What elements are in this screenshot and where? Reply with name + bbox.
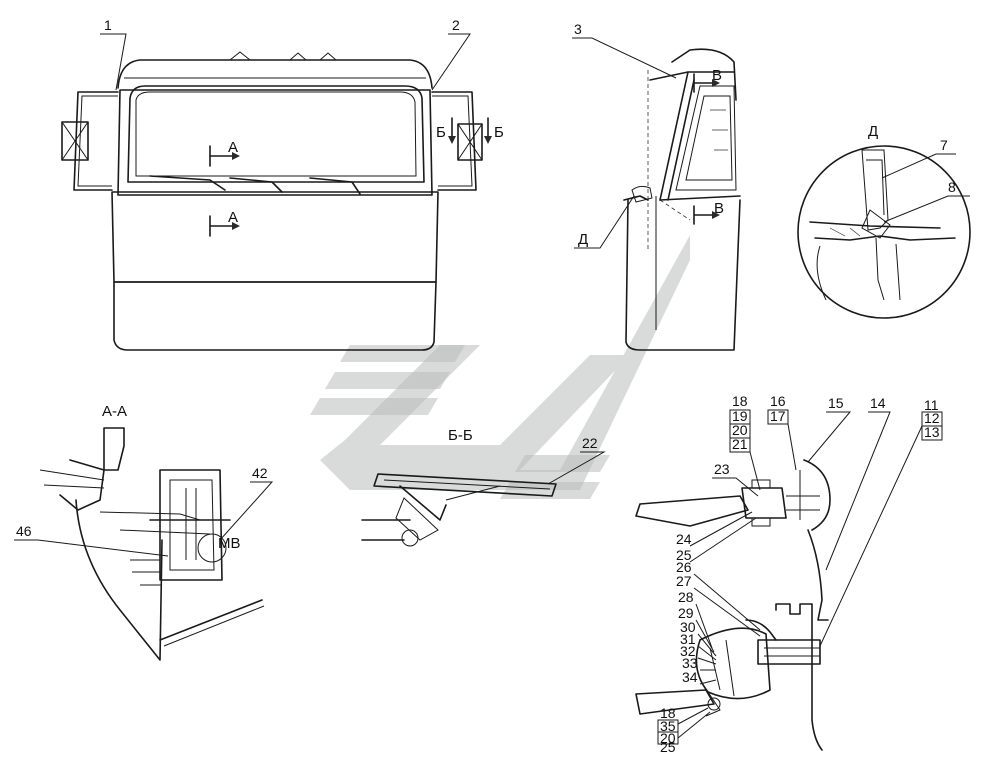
svg-text:46: 46 bbox=[16, 523, 32, 539]
svg-text:15: 15 bbox=[828, 395, 844, 411]
svg-text:24: 24 bbox=[676, 531, 692, 547]
callout-stack-18-21: 18 19 20 21 bbox=[729, 393, 761, 491]
detail-d-title: Д bbox=[868, 123, 878, 140]
watermark-logo bbox=[310, 235, 690, 499]
svg-text:29: 29 bbox=[678, 605, 694, 621]
section-v-top-label: В bbox=[712, 67, 722, 84]
callout-stack-11-13: 11 12 13 bbox=[819, 397, 943, 647]
callout-8: 8 bbox=[883, 179, 970, 223]
svg-text:7: 7 bbox=[940, 137, 948, 153]
section-b-right-label: Б bbox=[494, 124, 504, 141]
callout-stack-16-17: 16 17 bbox=[767, 393, 797, 471]
section-a-a-title: А-А bbox=[102, 403, 127, 420]
svg-text:19: 19 bbox=[732, 408, 748, 424]
callout-22: 22 bbox=[547, 435, 606, 485]
detail-d-circle: Д bbox=[797, 123, 971, 319]
svg-text:20: 20 bbox=[660, 730, 676, 746]
section-a-a: А-А bbox=[39, 403, 265, 661]
section-b-b-title: Б-Б bbox=[448, 427, 473, 444]
callout-23: 23 bbox=[712, 461, 759, 497]
section-v-marks: В В bbox=[693, 67, 724, 225]
svg-text:8: 8 bbox=[948, 179, 956, 195]
svg-text:31: 31 bbox=[680, 631, 696, 647]
section-b-left-label: Б bbox=[436, 124, 446, 141]
callout-1: 1 bbox=[100, 17, 127, 91]
svg-text:23: 23 bbox=[714, 461, 730, 477]
detail-d-mark: Д bbox=[574, 195, 635, 249]
svg-text:34: 34 bbox=[682, 669, 698, 685]
cab-front-view bbox=[61, 51, 483, 351]
svg-text:27: 27 bbox=[676, 573, 692, 589]
callout-stack-bottom: 18 35 20 25 bbox=[657, 705, 711, 755]
svg-text:3: 3 bbox=[574, 21, 582, 37]
callout-15: 15 bbox=[807, 395, 852, 463]
svg-text:13: 13 bbox=[924, 424, 940, 440]
cab-side-view bbox=[623, 48, 741, 351]
svg-text:25: 25 bbox=[660, 739, 676, 755]
callout-24-25: 24 25 bbox=[676, 511, 757, 563]
callout-46: 46 bbox=[14, 523, 169, 557]
callout-14: 14 bbox=[825, 395, 891, 571]
svg-text:22: 22 bbox=[582, 435, 598, 451]
callout-3: 3 bbox=[572, 21, 677, 79]
svg-text:2: 2 bbox=[452, 17, 460, 33]
svg-text:18: 18 bbox=[732, 393, 748, 409]
svg-text:1: 1 bbox=[104, 17, 112, 33]
svg-text:33: 33 bbox=[682, 655, 698, 671]
svg-text:25: 25 bbox=[676, 547, 692, 563]
svg-text:30: 30 bbox=[680, 619, 696, 635]
section-v-bottom-label: В bbox=[714, 200, 724, 217]
section-b-marks: Б Б bbox=[436, 117, 504, 144]
svg-text:35: 35 bbox=[660, 718, 676, 734]
svg-text:42: 42 bbox=[252, 465, 268, 481]
svg-text:26: 26 bbox=[676, 559, 692, 575]
callout-7: 7 bbox=[881, 137, 956, 179]
svg-text:21: 21 bbox=[732, 436, 748, 452]
svg-text:32: 32 bbox=[680, 643, 696, 659]
svg-text:14: 14 bbox=[870, 395, 886, 411]
svg-text:Д: Д bbox=[578, 231, 588, 248]
callout-column-26-34: 26 27 28 29 30 31 32 33 34 bbox=[676, 559, 761, 685]
section-b-b: Б-Б bbox=[361, 427, 557, 547]
callout-42: 42 bbox=[219, 465, 274, 541]
svg-text:18: 18 bbox=[660, 705, 676, 721]
svg-text:12: 12 bbox=[924, 410, 940, 426]
svg-text:28: 28 bbox=[678, 589, 694, 605]
section-a-top-label: А bbox=[228, 139, 238, 156]
svg-text:20: 20 bbox=[732, 422, 748, 438]
label-mv: МВ bbox=[218, 535, 241, 552]
svg-text:11: 11 bbox=[924, 397, 939, 413]
section-a-bottom-label: А bbox=[228, 209, 238, 226]
section-a-marks: А А bbox=[209, 139, 240, 237]
callout-2: 2 bbox=[431, 17, 471, 91]
svg-text:16: 16 bbox=[770, 393, 786, 409]
svg-text:17: 17 bbox=[770, 408, 786, 424]
